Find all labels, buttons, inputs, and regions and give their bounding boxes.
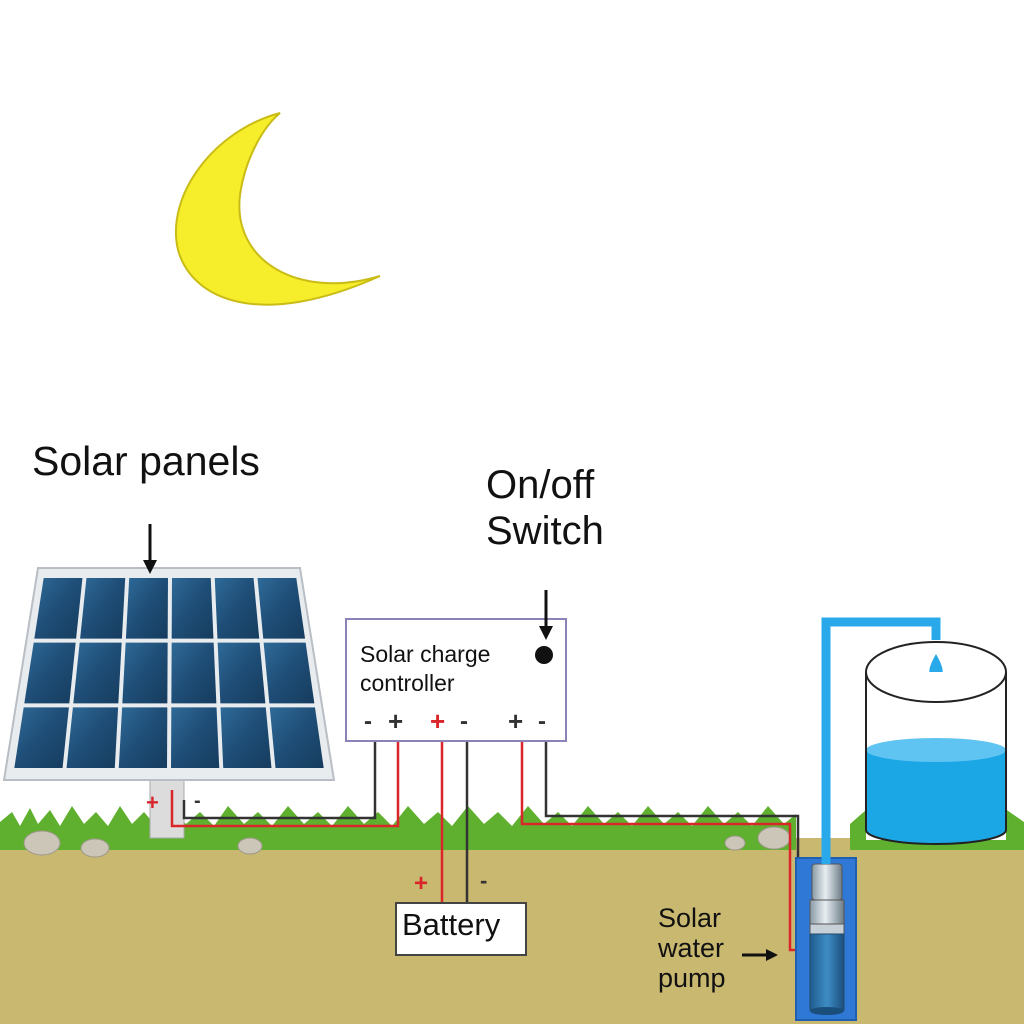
solar-cell	[214, 578, 260, 639]
battery-label: Battery	[402, 907, 501, 942]
solar-cell	[66, 707, 119, 768]
solar-cell	[269, 707, 324, 768]
pump-label-line2: water	[658, 933, 725, 963]
water-pump	[809, 863, 845, 1015]
solar-water-pump-label: Solar water pump	[658, 903, 758, 993]
stone	[23, 830, 61, 856]
switch-label-line1: On/off	[486, 463, 595, 507]
controller-load-minus: -	[538, 708, 546, 735]
controller-battery-minus: -	[460, 708, 468, 735]
controller-load-plus: +	[508, 706, 524, 736]
solar-cell	[80, 578, 126, 639]
water-tank	[865, 641, 1007, 845]
solar-cell	[73, 642, 122, 704]
solar-cell	[118, 707, 168, 768]
controller-label-line2: controller	[360, 670, 455, 696]
solar-cell	[171, 642, 217, 704]
charge-controller	[345, 618, 567, 742]
battery-box	[395, 902, 527, 956]
solar-cell	[14, 707, 69, 768]
solar-cell	[257, 578, 306, 639]
solar-cell	[217, 642, 266, 704]
solar-panels-label: Solar panels	[32, 438, 260, 484]
charge-controller-label: Solar charge controller	[360, 640, 545, 698]
stone	[80, 838, 110, 858]
battery-plus: +	[414, 870, 429, 897]
solar-cell	[171, 578, 214, 639]
moon-icon	[175, 112, 381, 306]
arrow-icon	[143, 524, 157, 574]
pump-label-line3: pump	[658, 963, 726, 993]
controller-panel-minus: -	[364, 708, 372, 735]
solar-cell	[125, 578, 168, 639]
solar-cell	[263, 642, 315, 704]
on-off-switch[interactable]	[535, 646, 553, 664]
panel-positive-wire	[170, 740, 400, 828]
stone	[724, 835, 746, 851]
controller-panel-plus: +	[388, 706, 404, 736]
battery-minus: -	[480, 868, 488, 893]
pump-label-line1: Solar	[658, 903, 722, 933]
solar-cell	[122, 642, 168, 704]
on-off-switch-label: On/off Switch	[486, 462, 686, 554]
solar-panel	[2, 567, 336, 781]
controller-label-line1: Solar charge	[360, 641, 491, 667]
solar-cell	[171, 707, 220, 768]
panel-plus: +	[146, 790, 159, 815]
panel-negative-wire	[182, 740, 377, 820]
stone	[757, 826, 791, 850]
panel-minus: -	[194, 790, 201, 812]
arrow-icon	[539, 590, 553, 640]
stone	[237, 837, 263, 855]
solar-cell	[34, 578, 83, 639]
solar-cell	[220, 707, 272, 768]
solar-cell	[24, 642, 76, 704]
controller-battery-plus: +	[430, 706, 446, 736]
switch-label-line2: Switch	[486, 509, 604, 553]
arrow-icon	[742, 949, 778, 961]
panel-stand	[149, 777, 185, 839]
water-pipe	[821, 617, 941, 864]
